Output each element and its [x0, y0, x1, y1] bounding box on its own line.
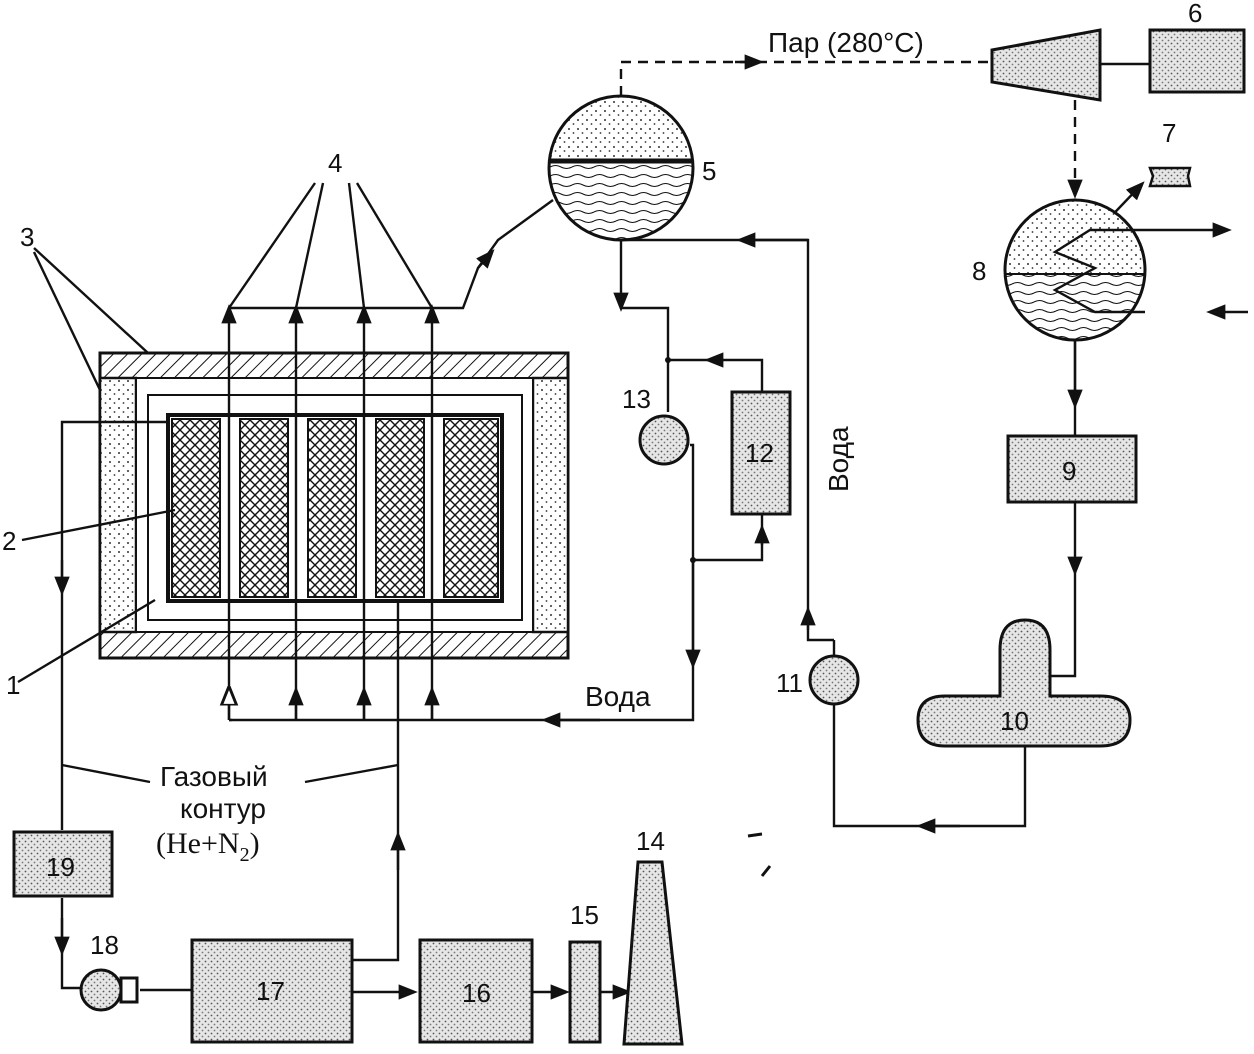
label-16: 16	[462, 978, 491, 1008]
steam-drum	[547, 94, 695, 242]
unit-12	[730, 390, 792, 516]
unit-17	[190, 938, 354, 1044]
label-4-leaders	[228, 182, 434, 309]
unit-16	[418, 938, 534, 1044]
label-15: 15	[570, 900, 599, 930]
label-8: 8	[972, 256, 986, 286]
drum-circulation	[613, 232, 816, 669]
label-17: 17	[256, 976, 285, 1006]
fuel-block	[443, 418, 499, 598]
pump-13	[638, 414, 690, 466]
unit-15	[568, 940, 602, 1044]
water-label-vertical: Вода	[823, 426, 854, 492]
condenser-8	[1003, 198, 1147, 342]
turbine	[990, 28, 1102, 102]
stray-mark	[747, 832, 763, 838]
label-19: 19	[46, 852, 75, 882]
label-3: 3	[20, 222, 34, 252]
fuel-block	[239, 418, 289, 598]
water-label: Вода	[585, 681, 651, 712]
fuel-block	[307, 418, 357, 598]
label-13: 13	[622, 384, 651, 414]
label-10: 10	[1000, 706, 1029, 736]
deaerator-10	[916, 618, 1132, 748]
label-1: 1	[6, 670, 20, 700]
label-5: 5	[702, 156, 716, 186]
label-leaders	[17, 247, 176, 684]
fuel-block	[375, 418, 425, 598]
stack-14	[622, 860, 684, 1046]
generator-6	[1148, 28, 1246, 94]
label-11: 11	[776, 668, 803, 698]
gas-loop	[54, 420, 632, 1000]
unit-19	[12, 830, 114, 898]
item-7	[1148, 166, 1192, 188]
fuel-block	[171, 418, 221, 598]
label-18: 18	[90, 930, 119, 960]
label-4: 4	[328, 148, 342, 178]
label-14: 14	[636, 826, 665, 856]
pump-11	[808, 654, 860, 706]
label-7: 7	[1162, 118, 1176, 148]
steam-label: Пар (280°C)	[768, 27, 924, 58]
label-6: 6	[1188, 0, 1202, 28]
stray-mark	[760, 865, 772, 877]
blower-18	[79, 968, 139, 1012]
gas-loop-formula: (He+N2)	[156, 827, 260, 866]
unit-9	[1006, 434, 1138, 504]
label-2: 2	[2, 526, 16, 556]
reactor	[98, 351, 570, 660]
label-12: 12	[745, 438, 774, 468]
gas-loop-label: Газовый	[160, 761, 268, 792]
label-9: 9	[1062, 456, 1076, 486]
gas-loop-label-2: контур	[180, 793, 266, 824]
steam-line	[619, 60, 990, 96]
